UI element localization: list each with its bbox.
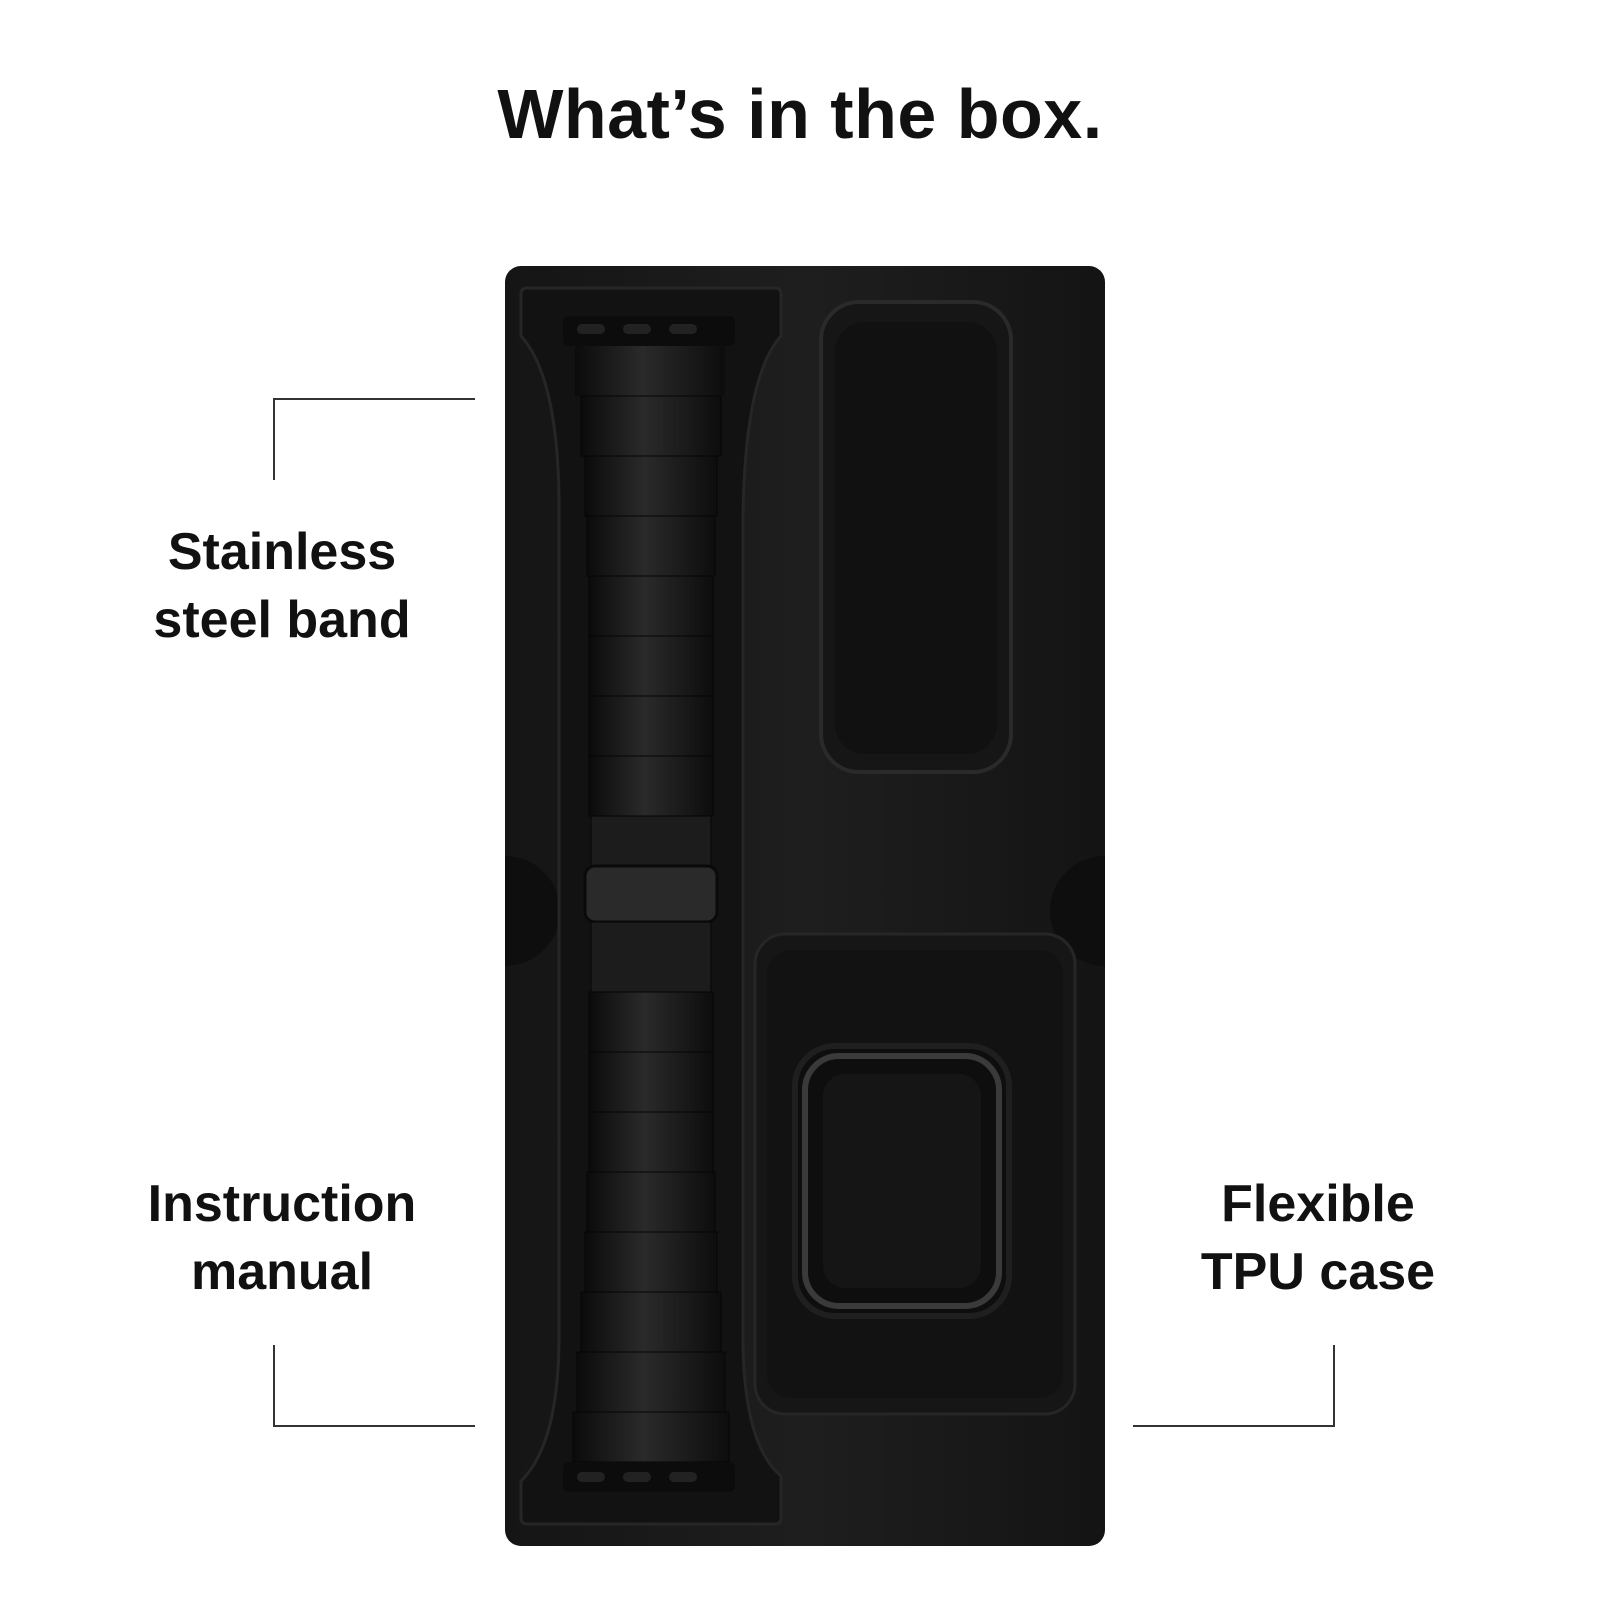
label-line: Flexible <box>1221 1175 1415 1233</box>
label-tpu-case: Flexible TPU case <box>1108 1170 1528 1306</box>
label-line: Instruction <box>147 1175 417 1233</box>
upper-compartment <box>819 300 1013 774</box>
band-upper-links <box>575 346 725 817</box>
band-callout-line <box>273 398 475 480</box>
label-stainless-steel-band: Stainless steel band <box>72 518 492 654</box>
label-line: manual <box>190 1243 374 1301</box>
band-clasp <box>583 864 719 924</box>
band-lower-links <box>572 991 730 1463</box>
packaging-tray-image <box>505 266 1105 1546</box>
steel-band-image <box>563 316 735 1492</box>
label-instruction-manual: Instruction manual <box>72 1170 492 1306</box>
case-callout-line <box>1133 1345 1335 1427</box>
label-line: TPU case <box>1200 1243 1436 1301</box>
label-line: Stainless <box>167 523 397 581</box>
page-title: What’s in the box. <box>497 75 1103 153</box>
label-line: steel band <box>153 591 411 649</box>
tpu-case-image <box>792 1043 1012 1319</box>
manual-callout-line <box>273 1345 475 1427</box>
